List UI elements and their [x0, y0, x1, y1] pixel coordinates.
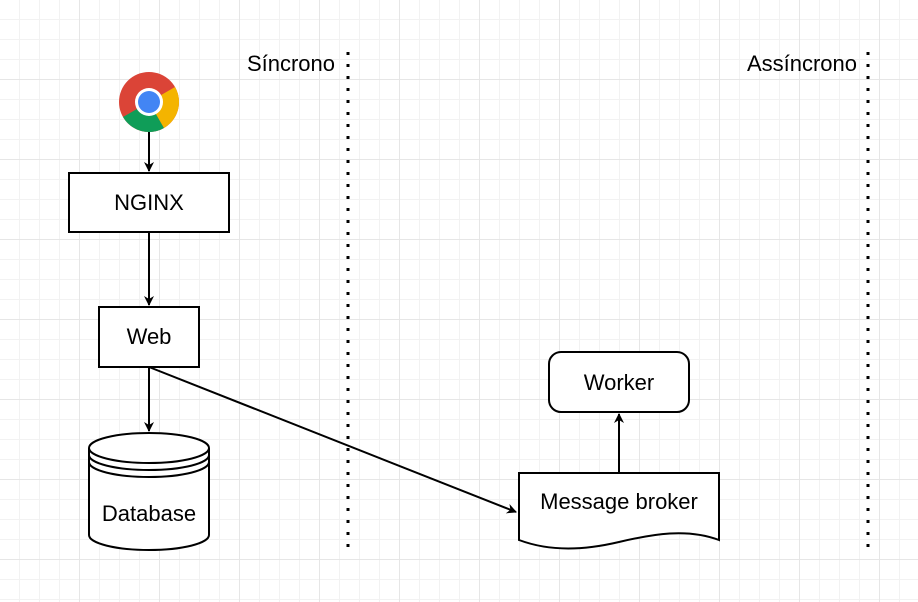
- chrome-browser-icon: [119, 72, 180, 133]
- database-node: Database: [88, 432, 210, 551]
- nginx-label: NGINX: [114, 190, 184, 215]
- message-broker-label: Message broker: [540, 489, 698, 514]
- worker-label: Worker: [584, 370, 655, 395]
- database-label: Database: [102, 501, 196, 526]
- worker-node: Worker: [548, 351, 690, 413]
- sync-lane-label: Síncrono: [247, 51, 335, 76]
- web-node: Web: [98, 306, 200, 368]
- async-lane-label: Assíncrono: [747, 51, 857, 76]
- nginx-node: NGINX: [68, 172, 230, 233]
- web-label: Web: [127, 324, 172, 349]
- edge-web-to-broker: [148, 366, 517, 514]
- message-broker-node: Message broker: [518, 472, 720, 550]
